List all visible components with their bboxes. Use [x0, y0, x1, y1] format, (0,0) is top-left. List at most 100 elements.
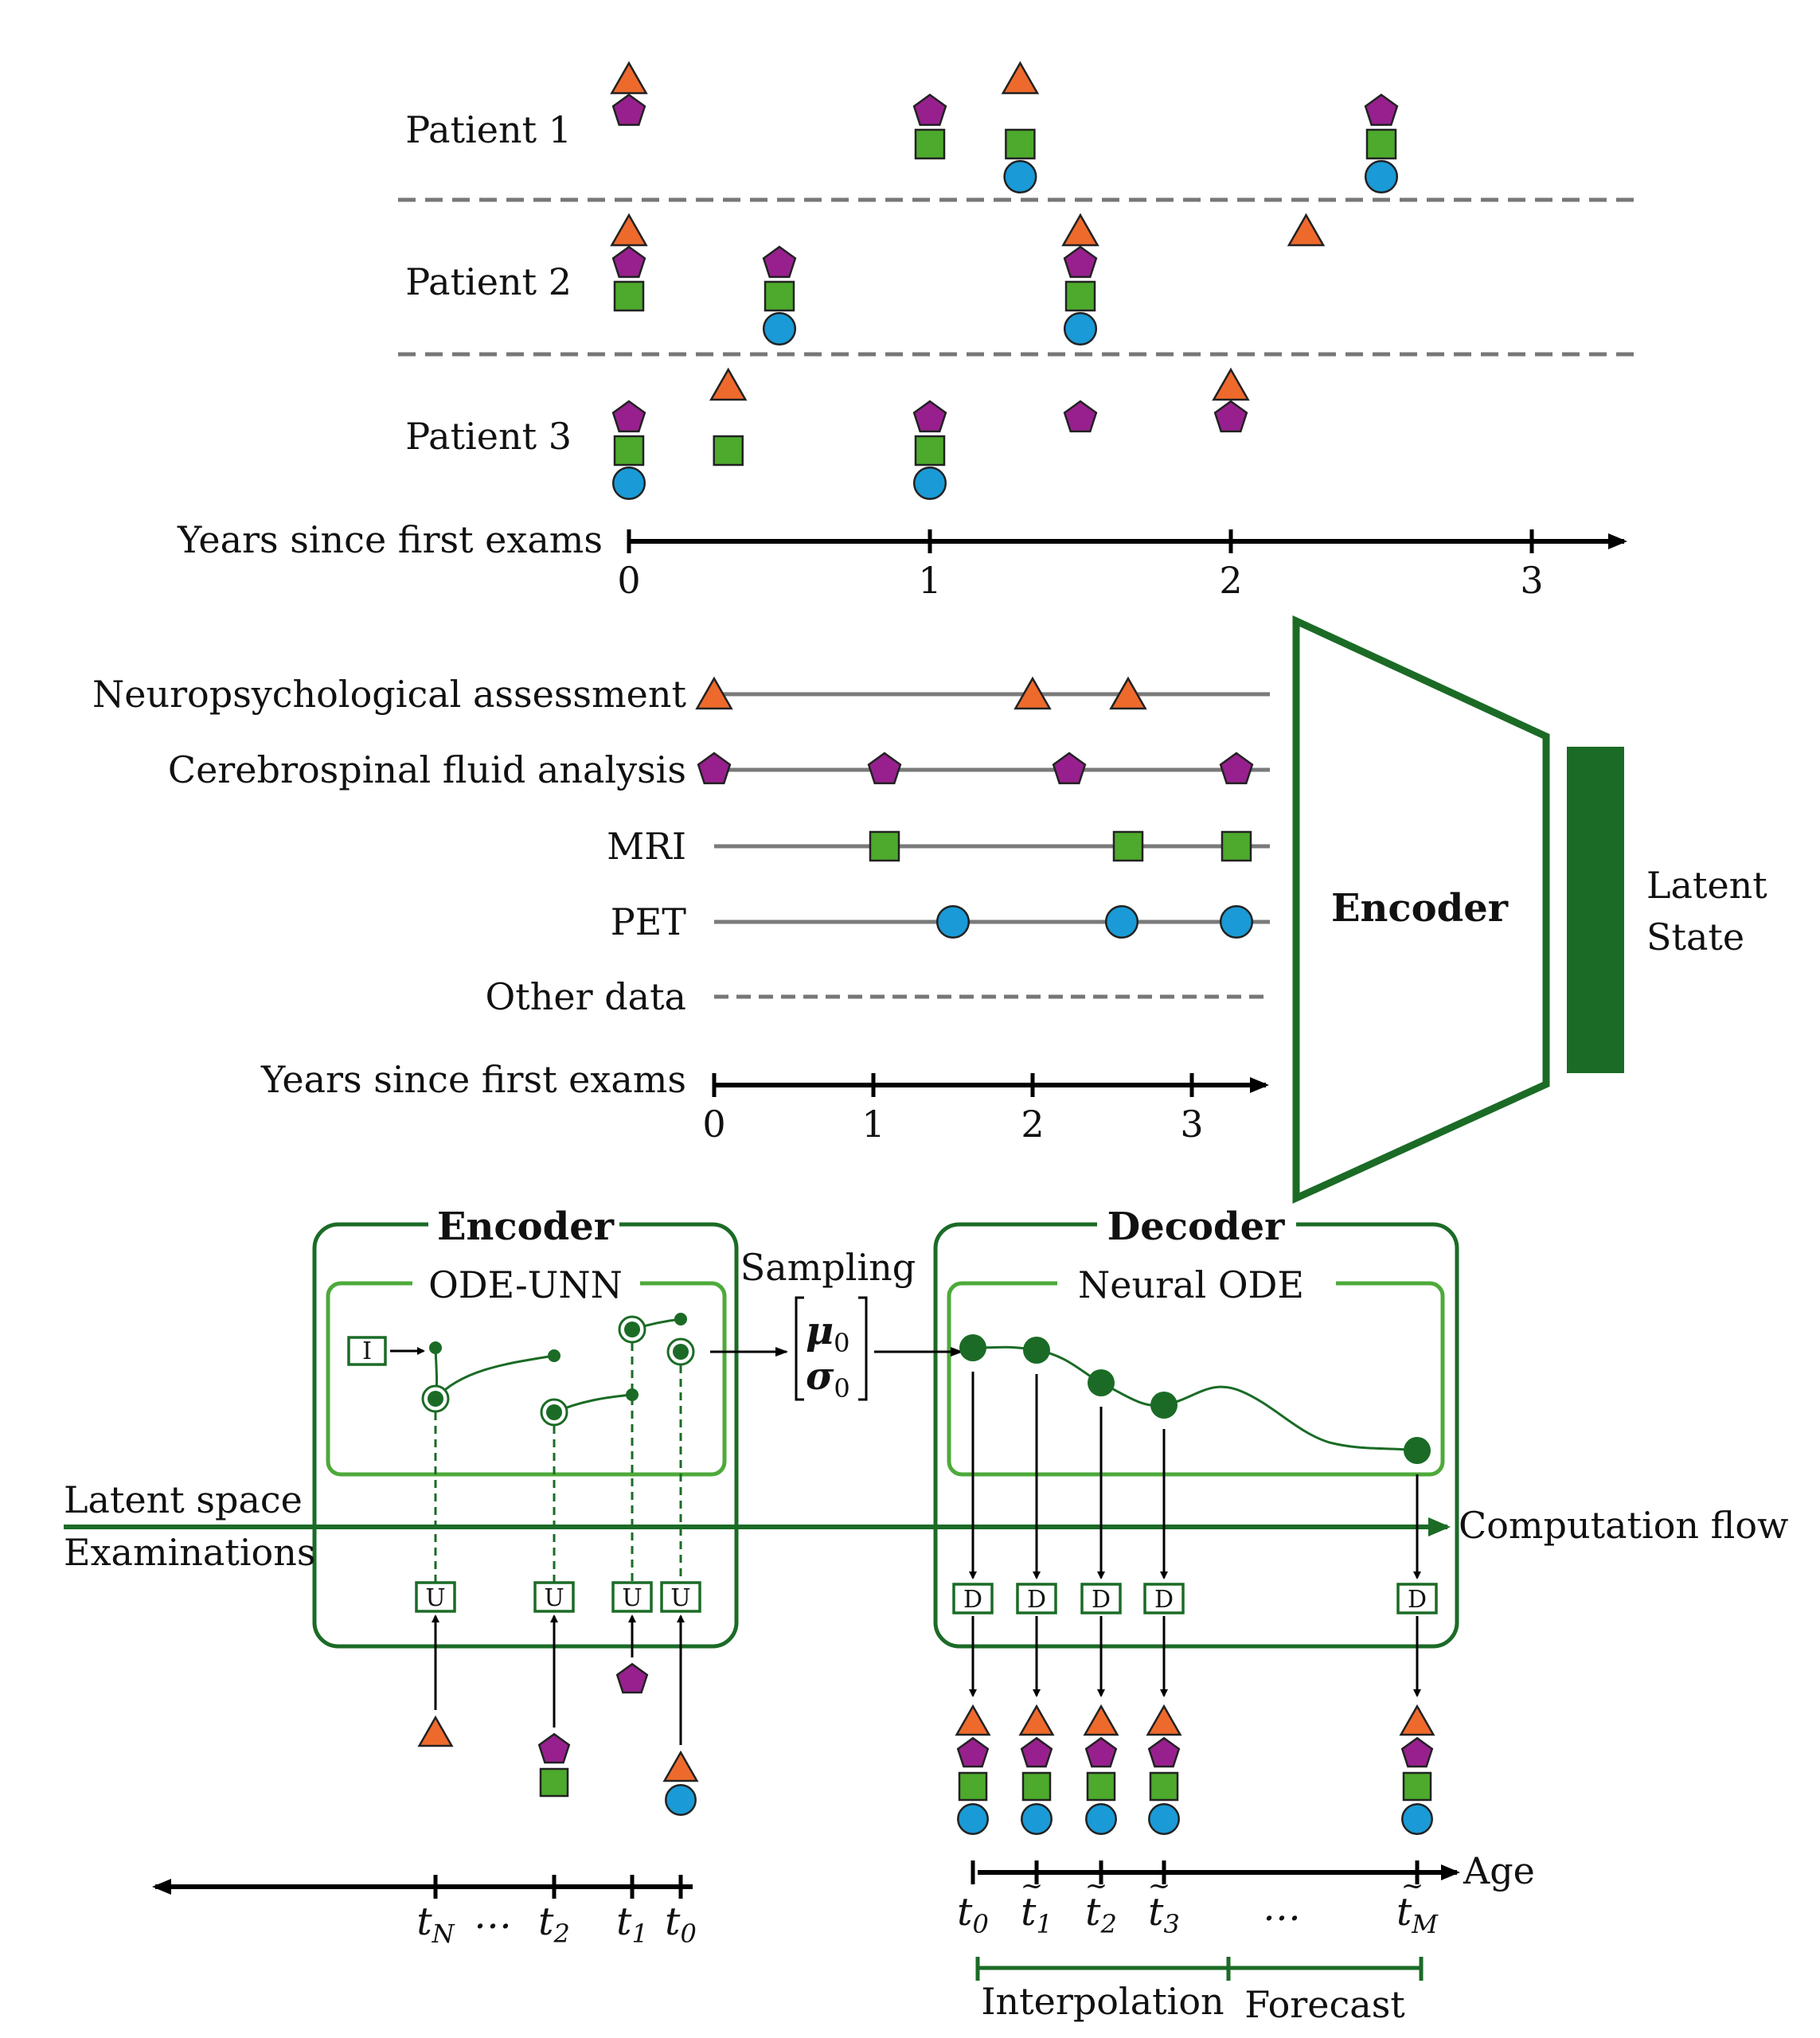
modality-label-3: MRI: [607, 825, 686, 868]
square-marker: [958, 1771, 988, 1802]
decoded-state-dot: [1088, 1369, 1115, 1396]
pentagon-marker: [697, 752, 732, 785]
decode-box-label: D: [1408, 1586, 1427, 1614]
modality-label-2: Cerebrospinal fluid analysis: [168, 748, 686, 791]
decoded-state-dot: [959, 1334, 986, 1361]
square-marker: [713, 435, 744, 467]
decode-box: [1016, 1583, 1057, 1614]
circle-marker: [762, 311, 797, 346]
circle-marker: [935, 904, 971, 939]
square-marker: [764, 280, 795, 312]
init-box: [347, 1336, 387, 1366]
encoder-title: Encoder: [437, 1204, 615, 1249]
time-tick-label: t1: [616, 1899, 648, 1949]
update-box-label: U: [425, 1584, 445, 1612]
decode-box-label: D: [1027, 1586, 1046, 1614]
updated-state-dot: [546, 1404, 562, 1420]
latent-space-label: Latent space: [64, 1478, 303, 1521]
pentagon-marker: [1084, 1736, 1118, 1768]
circle-marker: [1104, 904, 1139, 939]
circle-marker: [1085, 1803, 1117, 1835]
pentagon-marker: [615, 1662, 649, 1694]
decoded-state-dot: [1023, 1337, 1050, 1364]
sampling-label: Sampling: [740, 1246, 916, 1289]
square-marker: [1005, 128, 1036, 160]
triangle-marker: [1013, 676, 1052, 710]
pentagon-marker: [1364, 93, 1399, 127]
triangle-marker: [1109, 676, 1147, 710]
square-marker: [1064, 280, 1096, 312]
modality-label-5: Other data: [486, 975, 686, 1018]
latent-label-1: Latent: [1646, 864, 1767, 907]
axis-tick-label: 0: [702, 1103, 725, 1146]
age-tick-label: t3: [1148, 1890, 1180, 1939]
update-box-label: U: [670, 1584, 690, 1612]
triangle-marker: [1083, 1704, 1119, 1736]
latent-trajectory: [434, 1354, 555, 1400]
sigma-symbol: σ0: [806, 1354, 850, 1404]
update-box: [660, 1581, 701, 1613]
update-box: [533, 1581, 575, 1613]
right-bracket: [858, 1296, 868, 1401]
pentagon-marker: [1063, 245, 1098, 279]
pentagon-marker: [912, 400, 947, 433]
pentagon-marker: [1020, 1736, 1053, 1768]
triangle-marker: [695, 676, 733, 710]
encoder-trapezoid: [1292, 615, 1550, 1204]
circle-marker: [1364, 159, 1399, 194]
decode-box-label: D: [1154, 1586, 1174, 1614]
square-marker: [1086, 1771, 1116, 1802]
age-tick-label: …: [1263, 1885, 1301, 1930]
decoded-state-dot: [1404, 1437, 1431, 1464]
triangle-marker: [1212, 367, 1250, 401]
square-marker: [914, 128, 946, 160]
ode-unn-label: ODE-UNN: [428, 1263, 623, 1306]
interpolation-label: Interpolation: [981, 1980, 1224, 2023]
square-marker: [1021, 1771, 1052, 1802]
model-architecture-panel: Encoder ODE-UNN Decoder Neural ODE Laten…: [64, 1204, 1788, 2026]
circle-marker: [1021, 1803, 1053, 1835]
age-tick-label: t0: [957, 1890, 989, 1939]
axis-tick-label: 3: [1180, 1103, 1203, 1146]
ode-unn-box: [326, 1281, 727, 1477]
years-axis-label: Years since first exams: [177, 518, 603, 561]
triangle-marker: [662, 1750, 699, 1782]
triangle-marker: [1287, 213, 1326, 247]
pentagon-marker: [912, 93, 947, 127]
updated-state-dot: [624, 1322, 640, 1337]
encoder-label: Encoder: [1331, 886, 1509, 931]
square-marker: [1112, 830, 1144, 862]
square-marker: [1220, 830, 1252, 862]
prediction-dot: [674, 1313, 687, 1325]
update-box: [415, 1581, 456, 1613]
prediction-dot: [429, 1341, 442, 1354]
neural-ode-label: Neural ODE: [1078, 1263, 1304, 1306]
time-tick-label: …: [474, 1893, 512, 1938]
time-tick-label: t2: [538, 1899, 570, 1949]
computation-flow-label: Computation flow: [1459, 1504, 1788, 1547]
patient-label-3: Patient 3: [405, 415, 572, 458]
pentagon-marker: [1063, 400, 1098, 433]
circle-marker: [1219, 904, 1254, 939]
modality-label-4: PET: [611, 900, 687, 943]
patient-label-1: Patient 1: [405, 108, 572, 151]
patient-timelines-panel: Patient 1 Patient 2 Patient 3 Years since …: [177, 61, 1636, 602]
square-marker: [869, 830, 900, 862]
tilde-accent: ~: [1401, 1870, 1424, 1902]
examinations-label: Examinations: [64, 1531, 315, 1574]
square-marker: [1365, 128, 1397, 160]
patient-label-2: Patient 2: [405, 260, 572, 303]
pentagon-marker: [1219, 752, 1254, 785]
pentagon-marker: [611, 245, 646, 279]
pentagon-marker: [611, 400, 646, 433]
triangle-marker: [610, 61, 648, 95]
square-marker: [613, 435, 645, 467]
triangle-marker: [709, 367, 748, 401]
update-box-label: U: [544, 1584, 564, 1612]
tilde-accent: ~: [1021, 1870, 1044, 1902]
decode-box: [1396, 1583, 1438, 1614]
interpolation-forecast-bracket: [975, 1957, 1424, 1981]
decode-box-label: D: [1092, 1586, 1111, 1614]
time-tick-label: tN: [416, 1899, 455, 1949]
circle-marker: [912, 466, 947, 501]
